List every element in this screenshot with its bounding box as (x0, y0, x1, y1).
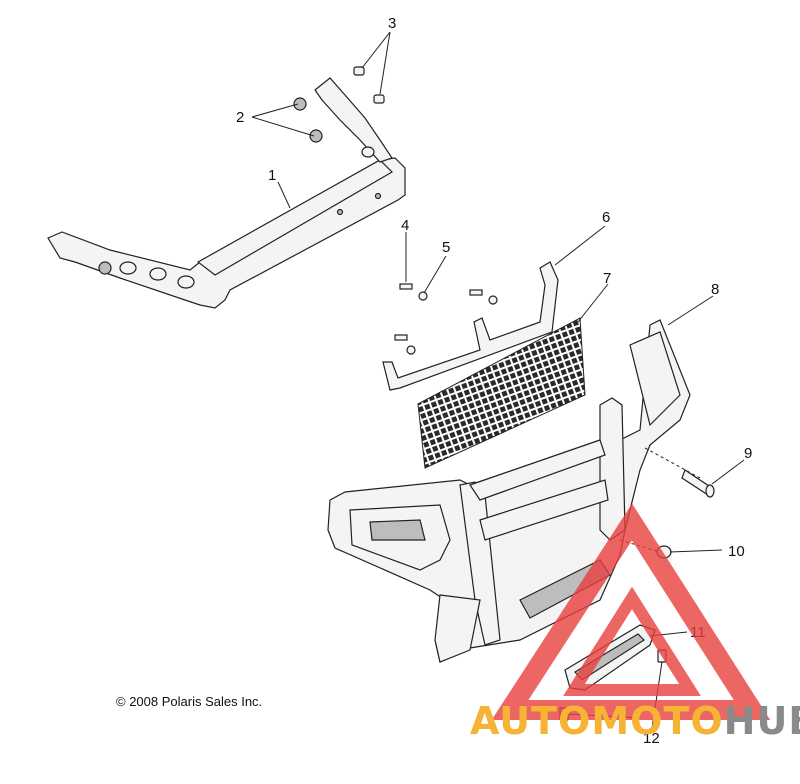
part-9-mount-line (644, 447, 701, 479)
part-9-pin (681, 469, 715, 498)
callout-8: 8 (711, 281, 719, 298)
callout-10: 10 (728, 543, 745, 560)
watermark-hub: HUB (724, 699, 800, 743)
watermark-wordmark: AUTOMOTOHUB (470, 699, 800, 743)
watermark-moto: MOTO (591, 699, 723, 743)
copyright-notice: © 2008 Polaris Sales Inc. (116, 694, 262, 709)
callout-7: 7 (603, 270, 611, 287)
part-3-bolts (353, 66, 385, 104)
callout-3: 3 (388, 15, 396, 32)
callout-4: 4 (401, 217, 409, 234)
part-1-front-bracket (47, 77, 406, 309)
callout-9: 9 (744, 445, 752, 462)
callout-6: 6 (602, 209, 610, 226)
callout-1: 1 (268, 167, 276, 184)
callout-5: 5 (442, 239, 450, 256)
watermark-triangle-inner (563, 586, 701, 696)
part-4-screw (394, 283, 483, 341)
part-2-nuts (293, 97, 323, 143)
part-7-mesh-grille (417, 317, 586, 469)
watermark-logo (491, 503, 771, 720)
part-6-mesh-bracket (382, 261, 559, 391)
watermark-triangle-outer (491, 503, 771, 720)
callout-12: 12 (643, 730, 660, 747)
watermark-auto: AUTO (470, 699, 591, 743)
part-5-washers (406, 291, 498, 355)
callout-2: 2 (236, 109, 244, 126)
